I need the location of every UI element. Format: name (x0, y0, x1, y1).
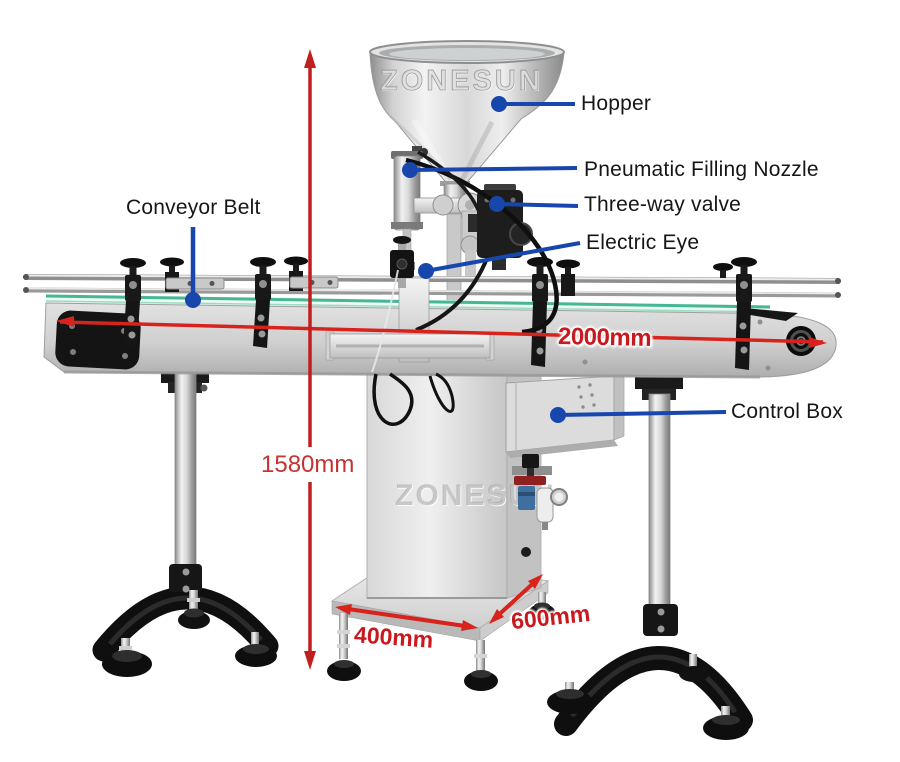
conveyor-right-leg (547, 377, 753, 740)
conveyor-left-leg (92, 371, 279, 677)
arrowhead-left-icon (335, 604, 352, 615)
valve-callout-dot-icon (489, 196, 505, 212)
dimension-600mm-arrow (489, 574, 543, 624)
arrowhead-left-icon (56, 316, 74, 327)
dimension-lines (56, 49, 827, 670)
rail-clamps (120, 256, 757, 370)
arrowhead-right-icon (809, 337, 827, 348)
dimension-400mm-arrow (335, 604, 478, 631)
dimension-machine-height: 1580mm (261, 451, 355, 478)
arrowhead-right-icon (461, 620, 478, 631)
arrowhead-down-icon (304, 651, 316, 670)
control-box-label: Control Box (731, 400, 843, 423)
three-way-valve-label: Three-way valve (584, 193, 742, 216)
hopper-graphic: ZONESUN ZONESUN (369, 40, 565, 218)
arrowhead-lower-icon (489, 609, 504, 624)
station-front-mount (325, 236, 495, 363)
nozzle-callout-dot-icon (402, 162, 418, 178)
hoses (371, 150, 559, 426)
arrowhead-upper-icon (528, 574, 543, 589)
air-filter-regulator (512, 454, 568, 530)
electric-eye-label: Electric Eye (586, 231, 700, 254)
control-box-callout-dot-icon (550, 407, 566, 423)
guide-rails (23, 274, 841, 298)
dimension-1580mm-arrow (304, 49, 316, 670)
hopper-label: Hopper (581, 92, 652, 115)
dimension-conveyor-length: 2000mm (557, 323, 652, 352)
hopper-watermark: ZONESUN (380, 65, 543, 97)
hopper-watermark-shadow: ZONESUN (381, 66, 544, 98)
dimension-2000mm-arrow (56, 316, 827, 348)
machine-body: ZONESUN ZONESUN (366, 361, 555, 599)
conveyor-belt-label: Conveyor Belt (126, 196, 261, 219)
arrowhead-up-icon (304, 49, 316, 68)
hopper-callout-dot-icon (491, 96, 507, 112)
pneumatic-filling-nozzle-label: Pneumatic Filling Nozzle (584, 158, 819, 181)
dimension-base-width: 400mm (353, 621, 435, 653)
conveyor-callout-dot-icon (185, 292, 201, 308)
electric-eye-callout-dot-icon (418, 263, 434, 279)
callout-connectors (185, 96, 727, 423)
